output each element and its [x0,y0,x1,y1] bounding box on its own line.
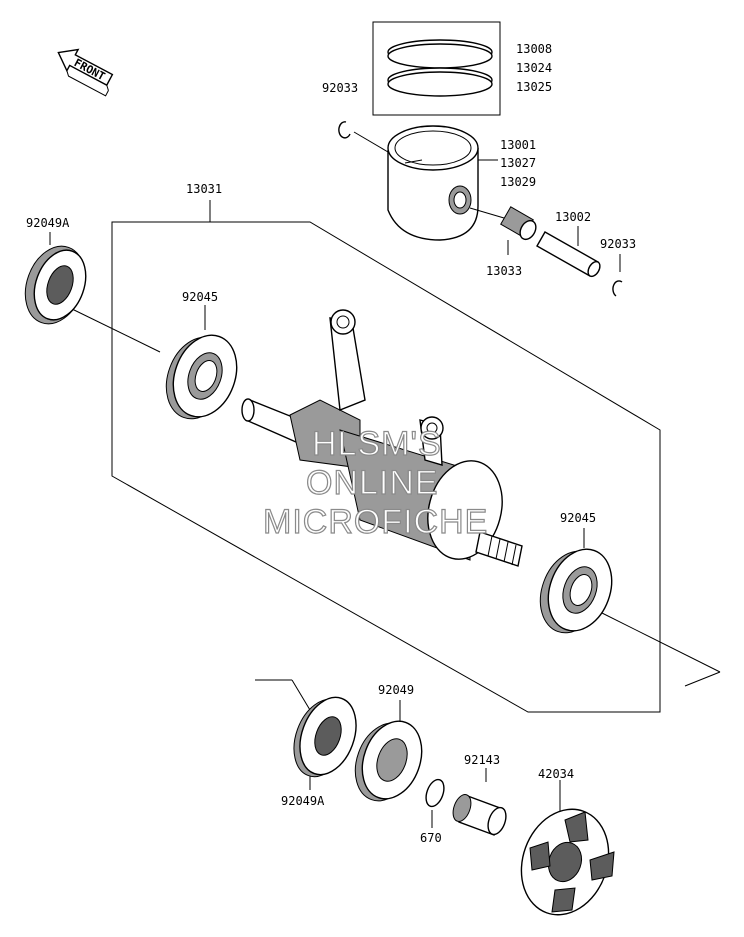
label-670: 670 [420,831,442,845]
ball-bearing-right [539,548,613,634]
oil-seal-bottom [293,696,357,778]
collar [452,794,507,836]
needle-bearing [500,206,537,241]
label-92143: 92143 [464,753,500,767]
label-92045-left: 92045 [182,290,218,304]
front-label: FRONT [72,56,108,83]
part-number-labels: 13008 13024 13025 92033 13001 13027 1302… [26,42,636,845]
label-13025: 13025 [516,80,552,94]
piston-clip-top [338,121,351,139]
label-13031: 13031 [186,182,222,196]
watermark: HLSM'S ONLINE MICROFICHE [262,424,488,541]
watermark-line-2: ONLINE [306,464,439,502]
o-ring [425,778,445,808]
label-92049: 92049 [378,683,414,697]
label-92049a-left: 92049A [26,216,70,230]
label-13033: 13033 [486,264,522,278]
label-13001: 13001 [500,138,536,152]
label-13029: 13029 [500,175,536,189]
label-92033-right: 92033 [600,237,636,251]
ball-bearing-left [165,334,238,420]
label-13024: 13024 [516,61,552,75]
label-92049a-bottom: 92049A [281,794,325,808]
leader-lines [49,131,721,828]
piston-ring-box [372,21,501,116]
label-42034: 42034 [538,767,574,781]
watermark-line-1: HLSM'S [312,425,442,463]
label-13002: 13002 [555,210,591,224]
label-92033-top: 92033 [322,81,358,95]
watermark-line-3: MICROFICHE [263,503,488,541]
crankshaft [241,309,523,567]
label-13027: 13027 [500,156,536,170]
oil-seal-left [24,245,87,325]
label-92045-right: 92045 [560,511,596,525]
piston-clip-right [612,280,623,297]
label-13008: 13008 [516,42,552,56]
oil-seal-mid [354,720,423,802]
piston-pin [536,231,601,278]
crankshaft-assembly-outline [111,200,661,713]
piston-rings [387,39,493,97]
piston [387,125,479,241]
front-arrow-icon: FRONT [57,48,114,97]
coupling [520,808,615,916]
